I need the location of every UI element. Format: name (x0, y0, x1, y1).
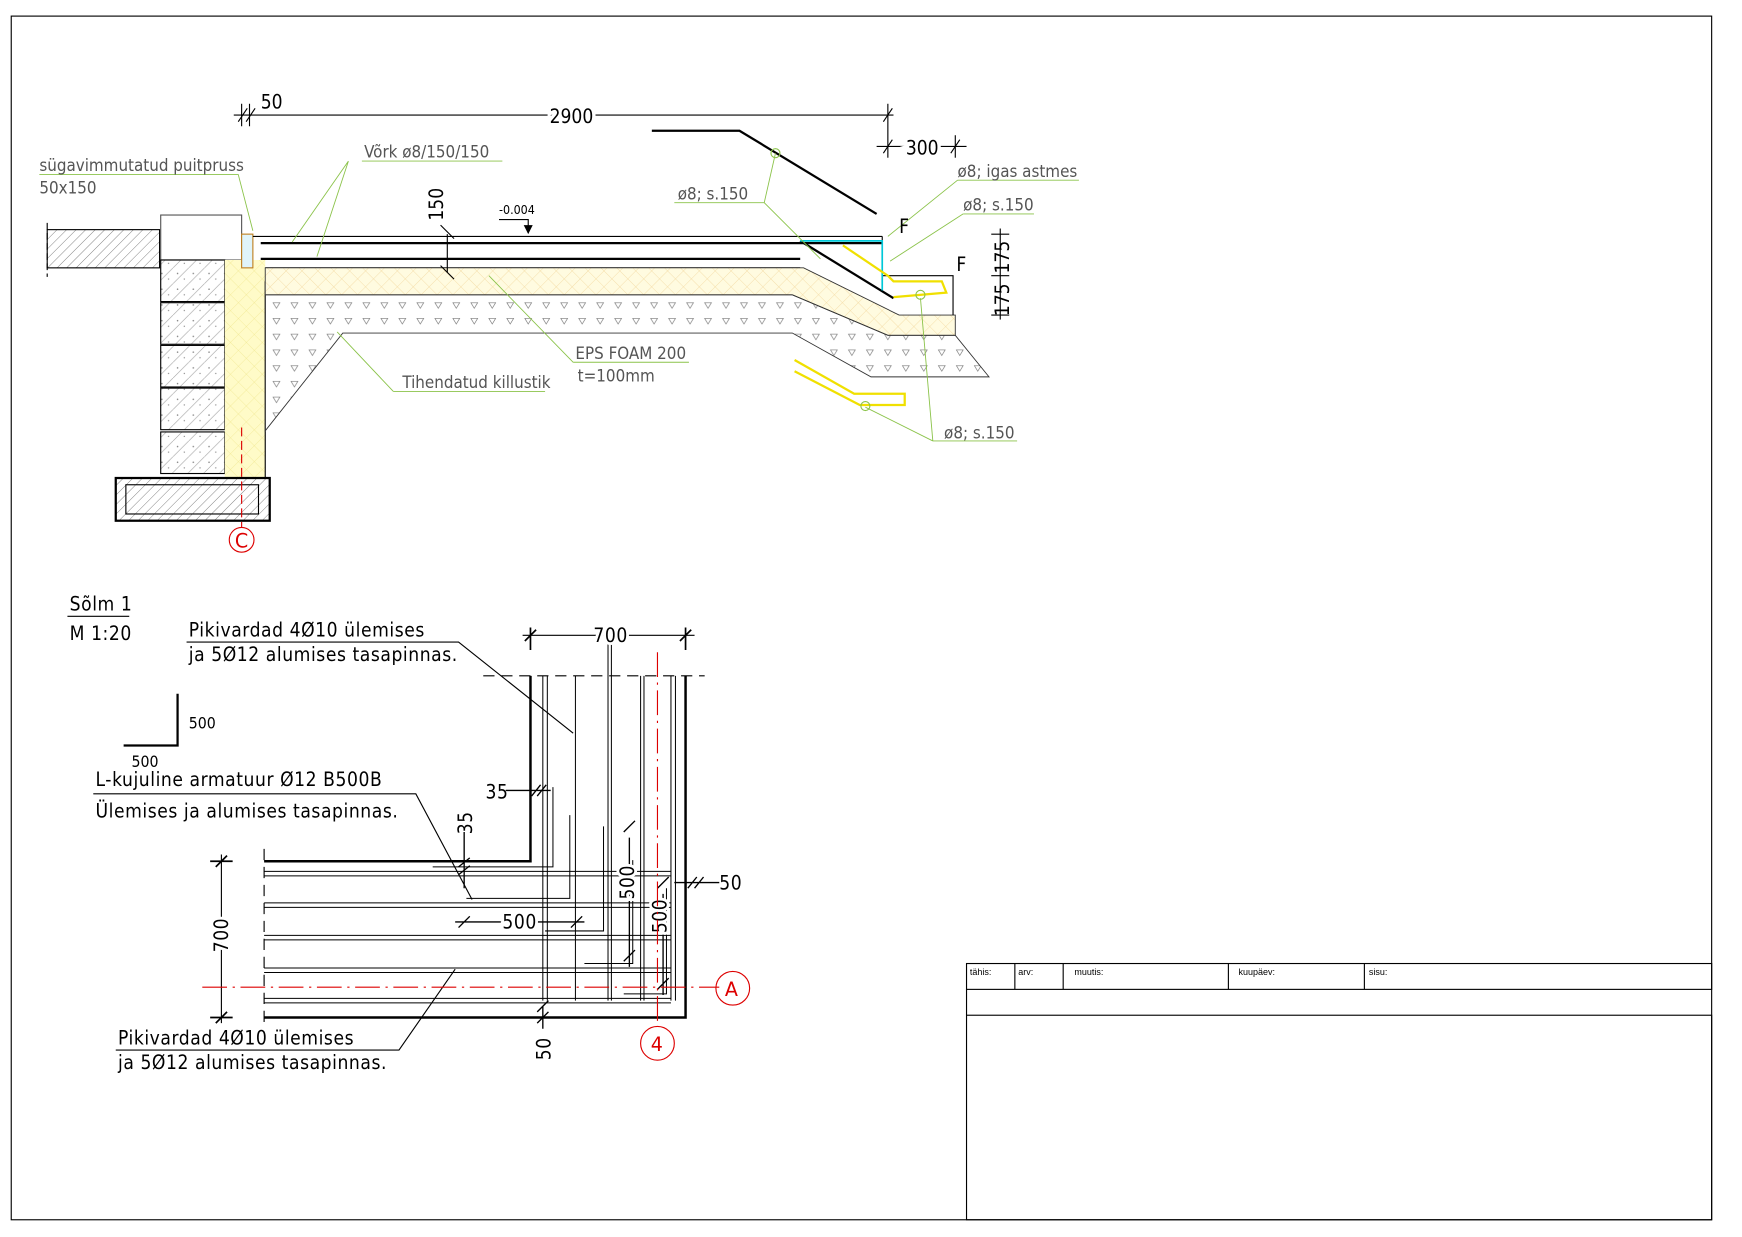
label-f-2: F (956, 253, 966, 276)
note-l-2: Ülemises ja alumises tasapinnas. (96, 799, 399, 822)
dim-50: 50 (261, 90, 283, 113)
label-rebar-s150-right: ø8; s.150 (963, 195, 1033, 215)
l-shape-horizontal: 500 (131, 752, 158, 771)
sheet-frame (10, 15, 1713, 1221)
dim-35-horizontal: 35 (486, 780, 509, 803)
header-content: sisu: (1369, 967, 1387, 977)
dim-50-right: 50 (719, 871, 742, 894)
section-dimensions (233, 103, 1010, 320)
detail-rebars (264, 635, 676, 1004)
note-top-1: Pikivardad 4Ø10 ülemises (189, 618, 425, 641)
axis-4-label: 4 (651, 1033, 663, 1056)
label-wood-size: 50x150 (39, 178, 96, 198)
label-f-1: F (899, 215, 909, 238)
note-bottom-1: Pikivardad 4Ø10 ülemises (118, 1026, 354, 1049)
dim-2900: 2900 (550, 105, 594, 128)
l-shape-vertical: 500 (189, 714, 216, 733)
axis-a-marker (715, 970, 751, 1006)
dim-500-vertical-1: 500 (616, 865, 639, 899)
dim-left-700: 700 (210, 918, 233, 952)
axis-4-marker (640, 1025, 675, 1061)
compacted-gravel (264, 294, 990, 433)
detail-title: Sõlm 1 (70, 593, 133, 616)
label-eps: EPS FOAM 200 (575, 343, 686, 363)
header-count: arv: (1018, 967, 1033, 977)
label-wood-batten: sügavimmutatud puitpruss (39, 155, 244, 175)
label-rebar-s150-bottom: ø8; s.150 (944, 423, 1014, 443)
header-date: kuupäev: (1239, 967, 1275, 977)
floor-section-drawing: 50 2900 300 150 -0.004 175 175 sügavimmu… (39, 90, 1079, 553)
dim-175-top: 175 (991, 241, 1014, 274)
label-gravel: Tihendatud killustik (401, 372, 550, 392)
detail-scale: M 1:20 (70, 622, 132, 645)
wall-blocks (160, 259, 226, 475)
dim-top-700: 700 (593, 624, 627, 647)
note-l-1: L-kujuline armatuur Ø12 B500B (96, 768, 383, 791)
label-eps-thickness: t=100mm (578, 365, 655, 385)
l-shape-icon (123, 693, 179, 747)
dim-150: 150 (425, 188, 448, 221)
dim-175-bottom: 175 (991, 283, 1014, 316)
label-rebar-each-step: ø8; igas astmes (958, 161, 1078, 181)
label-rebar-s150-left: ø8; s.150 (678, 183, 748, 203)
dim-500-vertical-2: 500 (648, 899, 671, 933)
dim-500-horizontal: 500 (502, 911, 536, 934)
title-block: tähis: arv: muutis: kuupäev: sisu: (965, 962, 1713, 1221)
detail-dimensions (210, 627, 720, 1029)
dim-300: 300 (906, 136, 939, 159)
dim-35-vertical: 35 (454, 811, 477, 834)
label-mesh: Võrk ø8/150/150 (364, 142, 489, 162)
axis-c-marker (228, 526, 255, 553)
dim-50-bottom: 50 (533, 1037, 556, 1060)
level-mark: -0.004 (499, 203, 535, 217)
node-detail-drawing: Sõlm 1 M 1:20 500 500 Pikivardad 4Ø10 ül… (67, 593, 751, 1074)
note-bottom-2: ja 5Ø12 alumises tasapinnas. (117, 1051, 387, 1074)
header-designation: tähis: (970, 967, 991, 977)
note-top-2: ja 5Ø12 alumises tasapinnas. (188, 643, 458, 666)
step-rebar-cyan (800, 240, 884, 291)
stair-line (651, 129, 878, 215)
header-change: muutis: (1074, 967, 1103, 977)
axis-a-label: A (725, 978, 738, 1001)
wood-batten (241, 233, 254, 269)
axis-c-label: C (235, 530, 248, 553)
